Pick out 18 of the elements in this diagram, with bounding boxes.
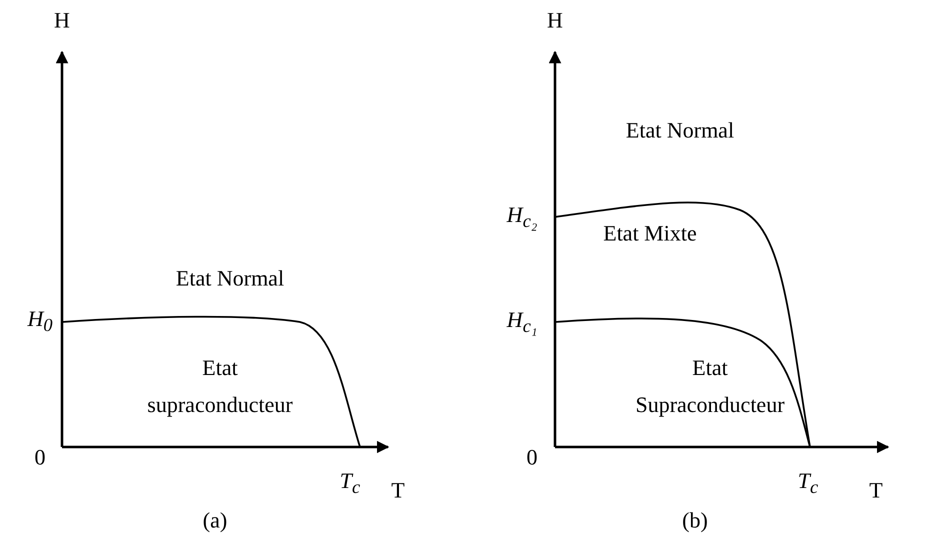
tick-label: T$_{c}$ xyxy=(340,466,360,500)
region-label: Etat Mixte xyxy=(603,220,697,248)
axis-label: H xyxy=(54,6,70,34)
region-label: Etat supraconducteur xyxy=(146,354,294,419)
region-label: Etat Supraconducteur xyxy=(634,354,786,419)
tick-label: 0 xyxy=(34,444,46,472)
tick-label: H$_{c₁}$ xyxy=(506,306,538,338)
region-label: Etat Normal xyxy=(176,264,284,292)
panel-label: (b) xyxy=(682,506,708,534)
panel-label: (a) xyxy=(202,506,228,534)
tick-label: 0 xyxy=(526,444,538,472)
tick-label: H$_{c₂}$ xyxy=(506,200,538,234)
region-label: Etat Normal xyxy=(626,116,734,144)
axis-label: H xyxy=(547,6,563,34)
tick-label: T$_{c}$ xyxy=(798,466,818,500)
axis-label: T xyxy=(391,476,405,504)
axis-label: T xyxy=(869,476,883,504)
tick-label: H$_{0}$ xyxy=(27,304,53,338)
